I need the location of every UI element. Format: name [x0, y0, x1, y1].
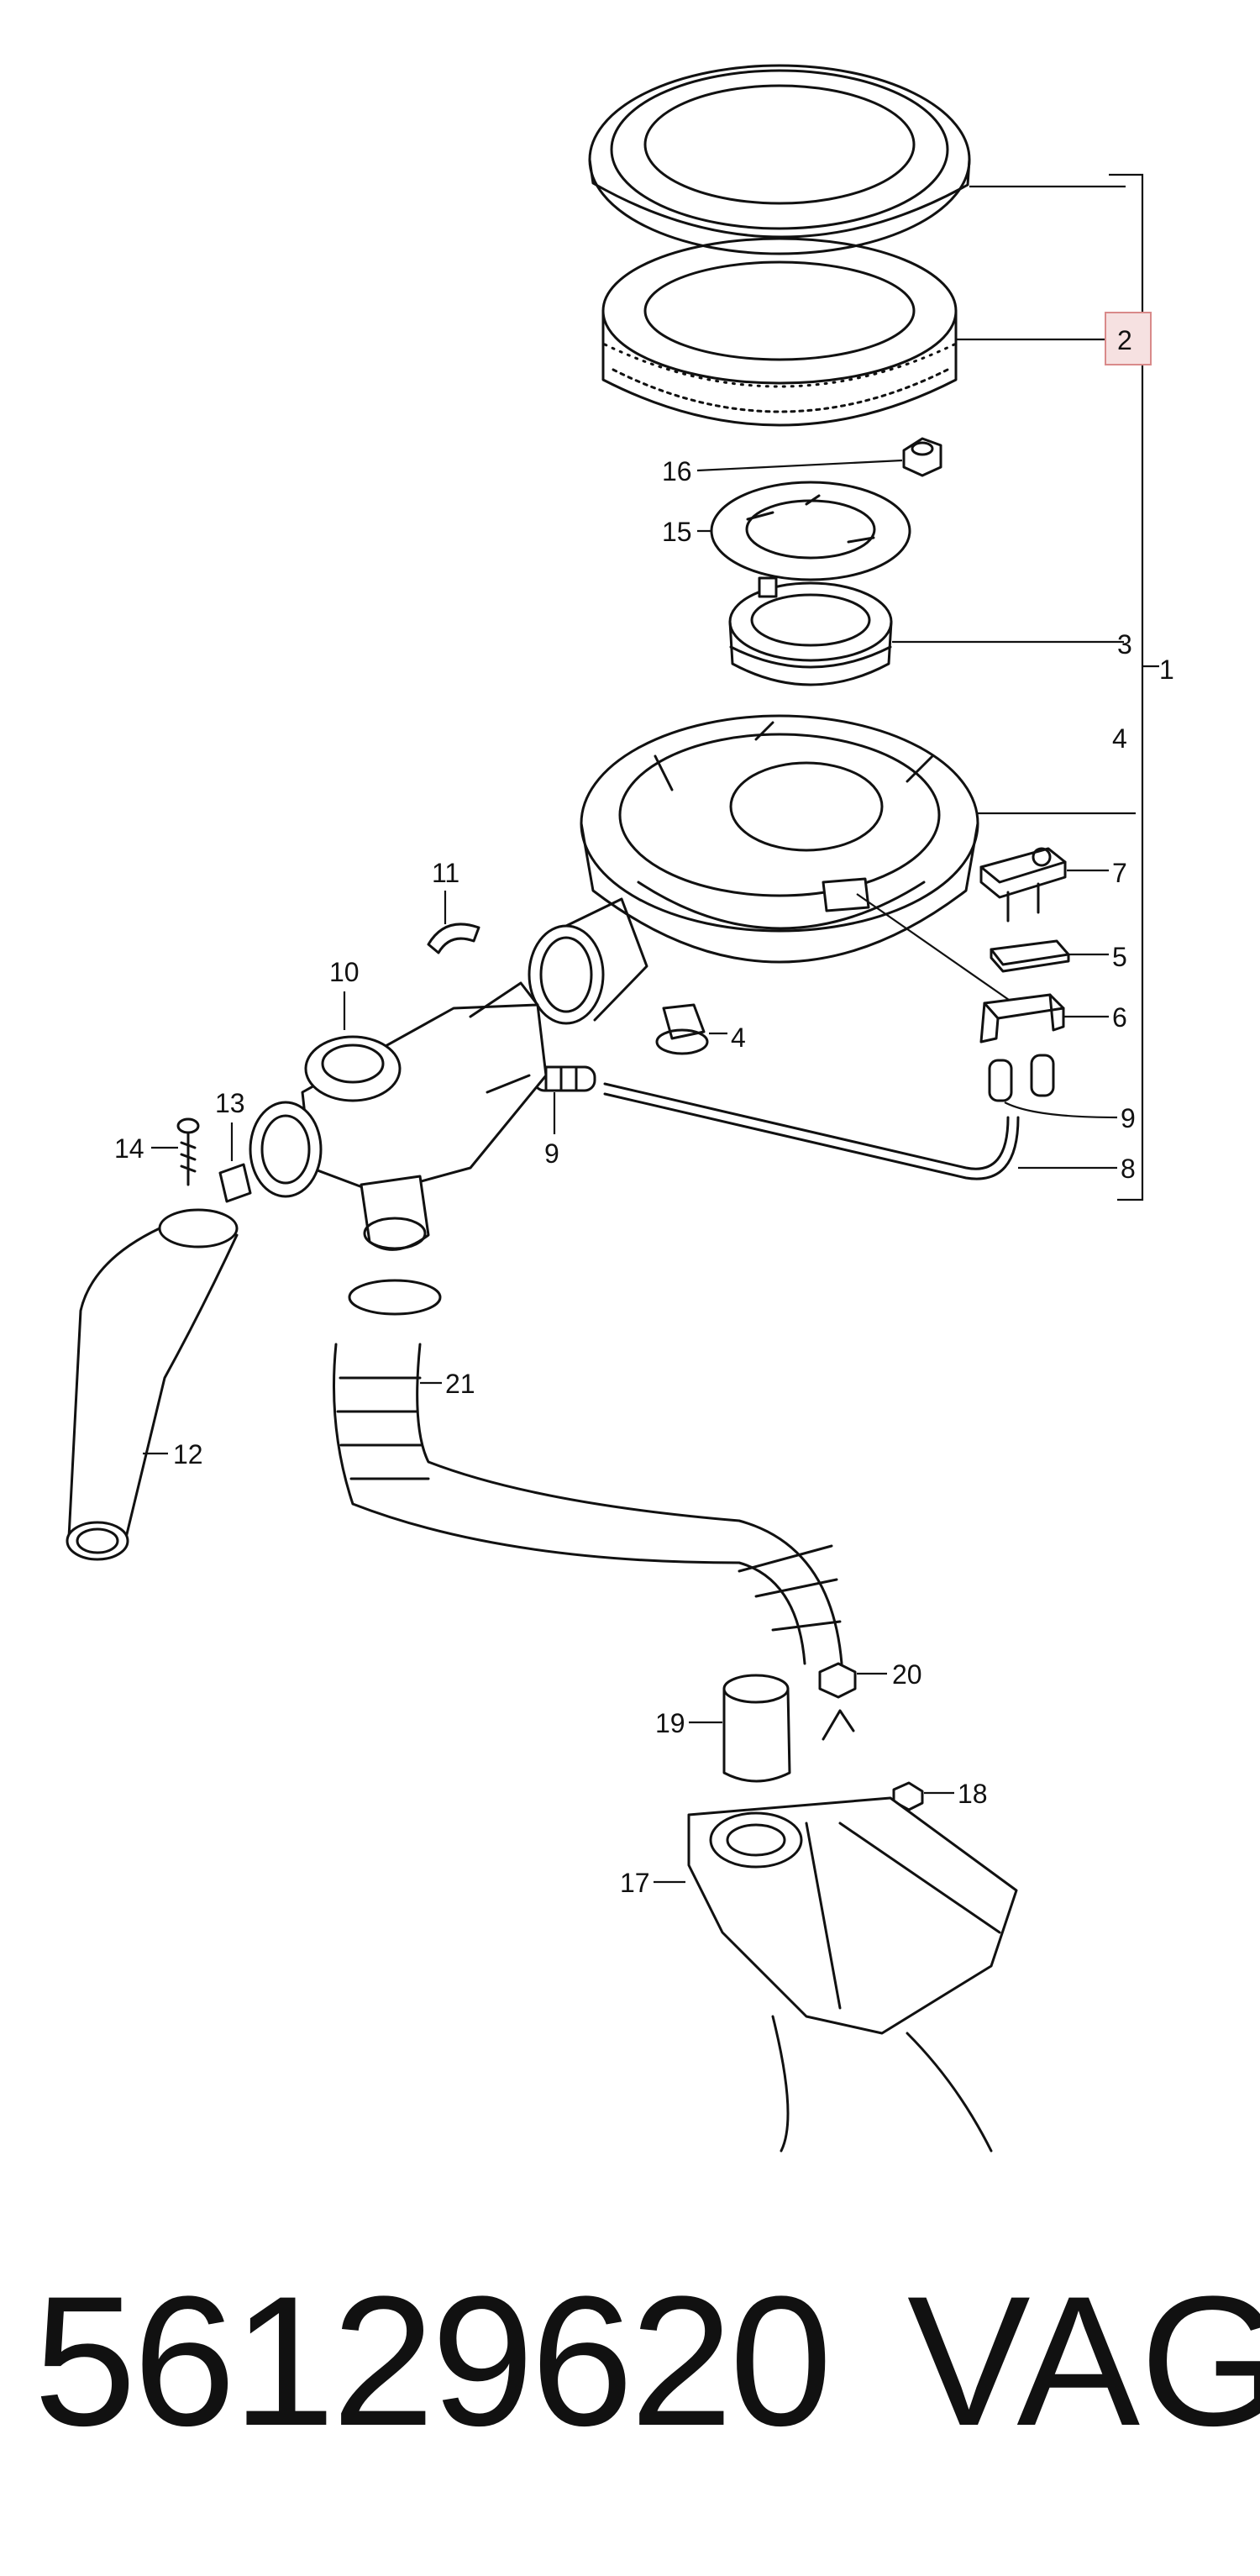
housing-inlet [528, 897, 648, 1025]
small-filter-pair [988, 1054, 1055, 1102]
callout-1: 1 [1159, 655, 1174, 685]
air-filter-housing [580, 714, 979, 964]
brand-name: VAG [907, 2258, 1260, 2464]
callout-7: 7 [1112, 858, 1127, 888]
hex-nut [902, 437, 942, 477]
air-filter-element [601, 237, 958, 427]
exploded-parts-diagram: 1 2 3 4 4 5 6 7 8 9 9 10 11 12 13 14 15 … [66, 64, 1174, 2153]
callout-4: 4 [731, 1023, 746, 1053]
callout-5: 5 [1112, 942, 1127, 972]
callout-15: 15 [662, 517, 692, 547]
callout-18: 18 [958, 1779, 988, 1809]
callout-17: 17 [620, 1868, 650, 1898]
valve-body [249, 981, 548, 1251]
highlight-box [1105, 312, 1152, 365]
part-number: 56129620 [34, 2258, 832, 2464]
callout-21: 21 [445, 1369, 475, 1399]
assembly-bracket [1109, 173, 1159, 1201]
callout-10: 10 [329, 957, 360, 987]
callout-9: 9 [544, 1138, 559, 1169]
mounting-bracket [979, 847, 1067, 923]
callout-19: 19 [655, 1708, 685, 1738]
callout-3: 3 [1117, 629, 1132, 660]
retaining-plate [710, 481, 911, 581]
leader-line [696, 459, 903, 472]
screw [176, 1117, 200, 1186]
callout-11: 11 [432, 858, 459, 888]
air-filter-lid [588, 64, 971, 255]
callout-16: 16 [662, 456, 692, 486]
leader-line [856, 893, 1029, 1014]
flange-bolt [818, 1662, 857, 1741]
angle-bracket [979, 993, 1065, 1044]
seal-ring [728, 576, 893, 686]
intake-elbow [66, 1208, 239, 1561]
vacuum-hose [603, 1082, 1020, 1180]
callout-13: 13 [215, 1088, 245, 1118]
callout-20: 20 [892, 1659, 922, 1690]
callout-4: 4 [1112, 723, 1127, 754]
clip [655, 1003, 709, 1055]
footer: 56129620 VAG [0, 2218, 1260, 2521]
callout-2: 2 [1117, 325, 1132, 355]
lower-air-housing [687, 1796, 1018, 2153]
hose-clamp [427, 923, 480, 954]
speed-nut [218, 1163, 252, 1203]
spacer-plate [990, 939, 1070, 973]
leader-line [1004, 1101, 1118, 1119]
flexible-hose [333, 1279, 843, 1665]
callout-12: 12 [173, 1439, 203, 1469]
callout-14: 14 [114, 1133, 144, 1164]
callout-6: 6 [1112, 1002, 1127, 1033]
hose-adapter [722, 1674, 791, 1783]
callout-9: 9 [1121, 1103, 1136, 1133]
callout-8: 8 [1121, 1154, 1136, 1184]
